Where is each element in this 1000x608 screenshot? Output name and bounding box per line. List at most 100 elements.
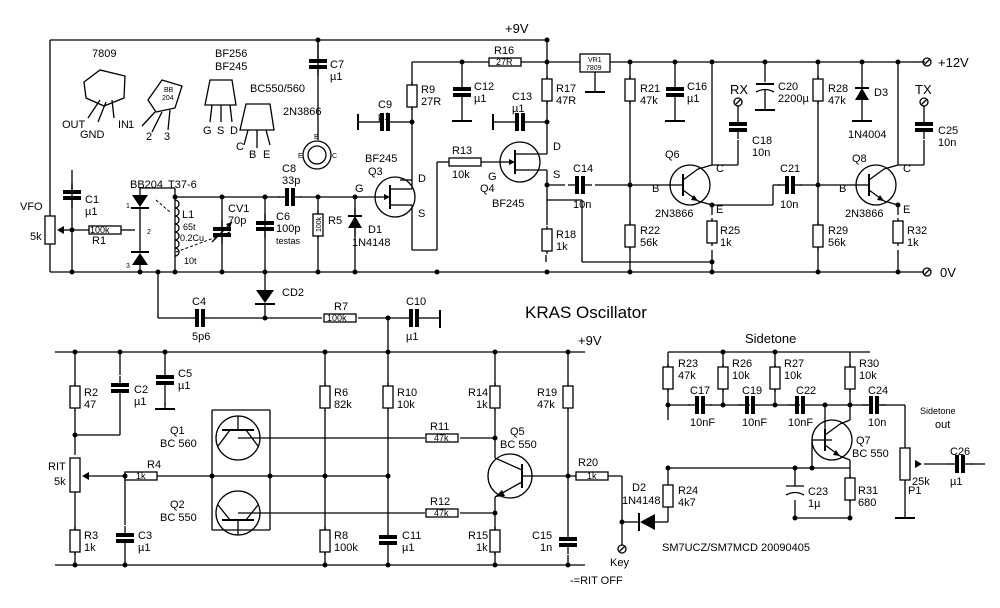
r4-label: R4 [147,459,161,471]
rit-group: RIT 5k [48,457,89,493]
pinout-gnd: GND [80,129,105,141]
key-terminal[interactable] [617,544,627,554]
tx-output: TX C25 10n [913,82,958,149]
r17-group: R17 47R [541,75,576,107]
c11-label: C11 [402,530,421,542]
c25-capacitor [913,113,935,141]
c14-value: 10n [573,199,591,211]
r2-resistor [69,382,81,412]
tx-terminal[interactable] [919,97,929,107]
c12-capacitor [451,78,473,106]
r29-value: 56k [828,237,846,249]
fet-package-icon [204,79,237,106]
bb204-pin1: 1 [126,203,130,210]
r14-group: R14 1k [468,382,501,412]
rit-potentiometer [69,457,81,493]
q4-pin-s: S [553,169,560,181]
r15-group: R15 1k [468,526,501,556]
d2-label: D2 [632,482,646,494]
can-pin-e: E [298,153,303,160]
q4-label: Q4 [480,183,495,195]
r16-value: 27R [496,57,513,67]
q3-jfet [374,176,416,218]
q8-pin-e: E [903,204,910,216]
c15-group: C15 1n [532,528,579,556]
r29-resistor [812,221,824,251]
r26-group: R26 10k [717,358,752,393]
c26-value: µ1 [950,476,962,488]
r32-label: R32 [907,225,927,237]
c25-value: 10n [938,137,956,149]
r19-label: R19 [537,387,557,399]
can-pin-c: C [332,153,337,160]
c11-group: C11 µ1 [377,526,421,554]
r32-resistor [892,217,904,247]
c14-group: C14 10n [566,163,594,211]
r8-group: R8 100k [319,526,358,556]
q4-part: BF245 [492,198,524,210]
r18-label: R18 [556,229,576,241]
c22-group: C22 10nF [786,385,816,429]
d2-diode [640,514,655,530]
c13-group: C13 µ1 [492,91,547,133]
schematic-title: KRAS Oscillator [525,303,647,322]
c10-capacitor [400,307,428,329]
r2-group: R2 47 [69,382,98,412]
bjt-pin-b: B [249,149,256,161]
q2-label: Q2 [170,499,185,511]
r19-value: 47k [537,399,555,411]
r21-resistor [624,75,636,105]
key-label: Key [610,557,629,569]
q3-pin-d: D [418,173,426,185]
r7-group: R7 100k [323,301,357,323]
c13-label: C13 [512,91,532,103]
r31-resistor [844,474,856,504]
sidetone-heading: Sidetone [745,331,796,346]
r28-group: R28 47k [812,75,848,107]
d2-part: 1N4148 [622,495,661,507]
cv1-label: CV1 [228,203,249,215]
d3-diode [854,79,870,109]
c17-group: C17 10nF [686,385,715,429]
vfo-section: VFO 5k R1 100k C1 µ1 [20,181,122,247]
r5-label: R5 [328,215,342,227]
c19-group: C19 10nF [736,385,767,429]
r22-resistor [624,221,636,251]
c16-label: C16 [687,81,707,93]
r31-group: R31 680 [844,474,878,509]
r12-group: R12 47k [425,496,459,518]
q4-pin-g: G [488,171,497,183]
pinout-bf245: BF245 [215,61,247,73]
c13-value: µ1 [512,103,524,115]
r20-label: R20 [578,457,598,469]
rx-terminal[interactable] [733,97,743,107]
r6-value: 82k [334,399,352,411]
c26-group: C26 µ1 [946,446,974,488]
rail-plus9-top: +9V [505,21,529,36]
r9-value: 27R [421,96,441,108]
can-pin-b: B [314,134,319,141]
d3-part: 1N4004 [848,129,887,141]
r15-value: 1k [476,542,488,554]
c3-group: C3 µ1 [114,524,152,554]
r27-label: R27 [784,358,804,370]
rail-plus12: +12V [938,55,969,70]
q8-pin-b: B [839,183,846,195]
r25-value: 1k [720,237,732,249]
r30-group: R30 10k [844,358,879,393]
r14-label: R14 [468,387,488,399]
bjt-pin-e: E [263,149,270,161]
c23-value: 1µ [808,498,821,510]
c7-label: C7 [330,59,344,71]
c12-label: C12 [474,81,494,93]
c9-label: C9 [378,99,392,111]
c26-label: C26 [950,446,970,458]
key-group: Key -=RIT OFF [570,544,629,587]
r2-value: 47 [84,399,96,411]
d2-group: D2 1N4148 [622,482,661,531]
varicap-pkg-text: BB [164,87,174,94]
r28-value: 47k [828,95,846,107]
c17-value: 10nF [690,417,715,429]
r7-label: R7 [334,301,348,313]
d1-part: 1N4148 [352,237,391,249]
